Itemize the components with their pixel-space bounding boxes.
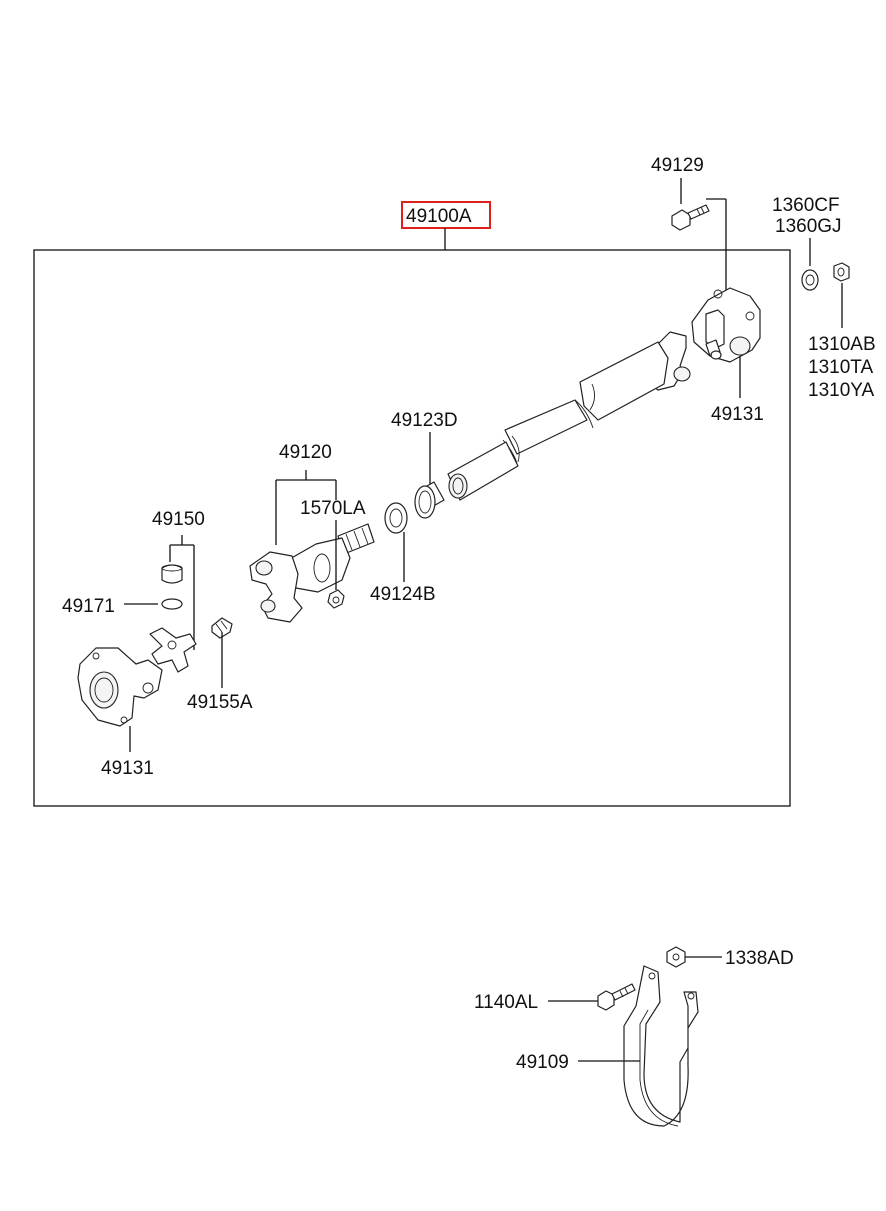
flange-right-part <box>691 287 761 363</box>
label-grease-small[interactable]: 1570LA <box>300 498 366 519</box>
label-bolt-top[interactable]: 49129 <box>651 155 704 176</box>
washer-part <box>801 269 819 291</box>
spider-part <box>149 627 197 673</box>
flange-left-part <box>77 647 163 727</box>
label-guard-bolt[interactable]: 1140AL <box>474 992 538 1013</box>
label-grease-fitting[interactable]: 49155A <box>187 692 253 713</box>
assembly-label-highlight <box>401 201 491 229</box>
label-washer-b[interactable]: 1360GJ <box>775 216 842 237</box>
label-yoke[interactable]: 49120 <box>279 442 332 463</box>
snap-ring-part <box>161 598 183 610</box>
label-guard-nut[interactable]: 1338AD <box>725 948 794 969</box>
grease-small-part <box>327 589 345 609</box>
label-nut-b[interactable]: 1310TA <box>808 357 873 378</box>
label-nut-a[interactable]: 1310AB <box>808 334 876 355</box>
label-flange-left[interactable]: 49131 <box>101 758 154 779</box>
label-snap-ring[interactable]: 49171 <box>62 596 115 617</box>
guard-part <box>623 965 699 1127</box>
label-nut-c[interactable]: 1310YA <box>808 380 875 401</box>
guard-nut-part <box>666 946 686 968</box>
bearing-part <box>414 481 445 519</box>
grease-fitting-part <box>211 617 233 639</box>
guard-bolt-part <box>597 983 636 1011</box>
assembly-frame <box>33 249 791 807</box>
nut-part <box>833 262 850 282</box>
label-flange-right[interactable]: 49131 <box>711 404 764 425</box>
label-bearing[interactable]: 49123D <box>391 410 458 431</box>
label-spider-kit[interactable]: 49150 <box>152 509 205 530</box>
bolt-top-part <box>671 204 710 231</box>
label-washer-a[interactable]: 1360CF <box>772 195 840 216</box>
shaft-tube-part <box>447 331 691 501</box>
seal-part <box>384 502 408 534</box>
label-seal[interactable]: 49124B <box>370 584 436 605</box>
yoke-part <box>249 523 375 623</box>
label-guard[interactable]: 49109 <box>516 1052 569 1073</box>
cap-part <box>161 564 183 584</box>
assembly-label[interactable]: 49100A <box>406 206 472 227</box>
